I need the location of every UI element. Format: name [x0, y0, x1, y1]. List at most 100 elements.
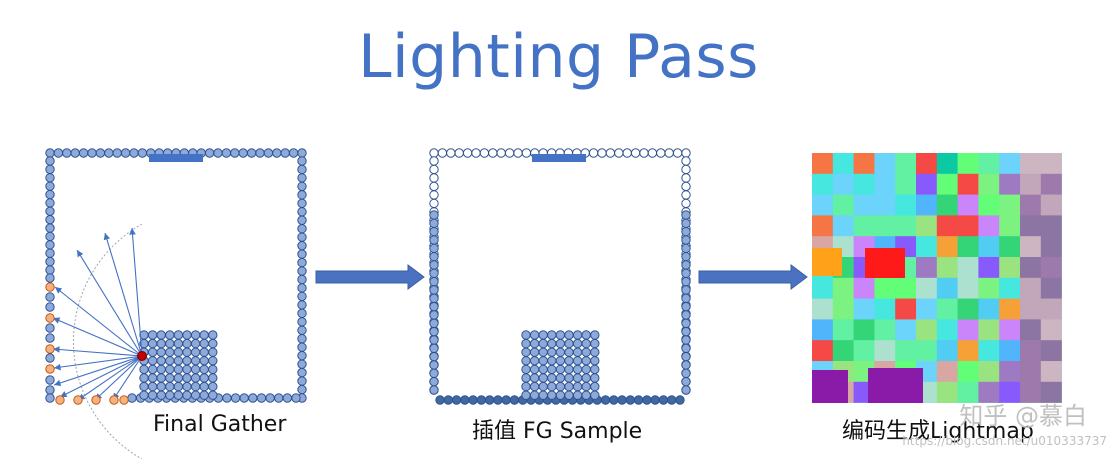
- sample-dot: [199, 338, 209, 349]
- lightmap-cell: [853, 340, 875, 362]
- sample-dot: [45, 393, 55, 403]
- sample-dot: [446, 148, 456, 158]
- sample-dot: [45, 256, 55, 267]
- sample-dot: [614, 148, 624, 158]
- sample-dot: [572, 356, 583, 366]
- lightmap-cell: [874, 340, 896, 362]
- sample-dot: [681, 301, 691, 312]
- sample-dot: [605, 148, 616, 158]
- lightmap-cell: [812, 340, 833, 362]
- sample-dot: [213, 148, 223, 158]
- right-wall-dots: [297, 156, 307, 403]
- sample-dot: [504, 148, 515, 158]
- sample-dot: [156, 330, 166, 340]
- lightmap-cell: [1020, 257, 1041, 278]
- sample-dot: [297, 148, 307, 158]
- sample-dot: [297, 164, 307, 175]
- sample-dot: [547, 364, 557, 375]
- left-wall-dots: [45, 156, 55, 275]
- lightmap-patch: [865, 248, 905, 278]
- lightmap-cell: [895, 194, 917, 216]
- gather-ray: [103, 232, 143, 357]
- sample-dot: [297, 350, 307, 361]
- sample-dot: [664, 148, 674, 158]
- sample-dot: [297, 274, 307, 285]
- lightmap-cell: [916, 298, 937, 320]
- sample-dot: [429, 210, 439, 220]
- sample-dot: [681, 173, 691, 183]
- sample-dot: [208, 338, 218, 349]
- lightmap-cell: [957, 173, 979, 195]
- sample-dot: [45, 344, 55, 354]
- sample-dot: [658, 395, 669, 405]
- sample-dot: [476, 395, 487, 405]
- sample-dot: [672, 148, 683, 158]
- sample-dot: [656, 148, 666, 158]
- sample-dot: [91, 395, 101, 405]
- gather-ray: [76, 249, 143, 357]
- sample-dot: [443, 395, 453, 405]
- lightmap-cell: [874, 153, 896, 174]
- final-gather-panel: [45, 148, 307, 459]
- sample-dot: [156, 381, 166, 392]
- sample-dot: [468, 395, 478, 405]
- sample-dot: [681, 351, 691, 362]
- sample-dot: [581, 390, 591, 400]
- sample-dot: [182, 373, 192, 383]
- sample-dot: [45, 273, 55, 283]
- sample-dot: [538, 338, 548, 349]
- lightmap-cell: [832, 277, 854, 299]
- sample-dot: [274, 393, 284, 403]
- lightmap-cell: [853, 153, 875, 174]
- lightmap-cell: [832, 340, 854, 362]
- sample-dot: [297, 198, 307, 209]
- caption-final-gather: Final Gather: [153, 412, 287, 437]
- sample-dot: [199, 330, 209, 340]
- gather-ray: [53, 355, 143, 387]
- sample-dot: [297, 249, 307, 259]
- lightmap-cell: [916, 277, 937, 299]
- sample-dot: [650, 395, 660, 405]
- sample-dot: [529, 381, 540, 392]
- sample-dot: [590, 373, 600, 383]
- sample-dot: [297, 283, 307, 293]
- lightmap-cell: [874, 194, 896, 216]
- sample-dot: [429, 335, 439, 345]
- sample-dot: [633, 395, 644, 405]
- sample-dot: [45, 231, 55, 242]
- sample-dot: [297, 300, 307, 310]
- sample-dot: [147, 330, 158, 340]
- gather-ray: [94, 355, 143, 401]
- sample-dot: [238, 148, 248, 158]
- sample-dot: [617, 395, 627, 405]
- sample-dot: [272, 148, 282, 158]
- lightmap-cell: [916, 173, 937, 195]
- sample-dot: [208, 356, 218, 366]
- sample-dot: [581, 330, 591, 340]
- arrow-to-lightmap: [698, 264, 808, 290]
- lightmap-cell: [999, 173, 1021, 195]
- sample-dot: [173, 330, 184, 340]
- sample-dot: [429, 293, 439, 304]
- sample-dot: [564, 373, 574, 383]
- sample-dot: [429, 156, 439, 166]
- lightmap-cell: [1020, 153, 1041, 174]
- lightmap-cell: [957, 381, 979, 403]
- sample-dot: [555, 373, 566, 383]
- sample-dot: [173, 338, 184, 349]
- sample-dot: [529, 373, 540, 383]
- sample-dot: [199, 364, 209, 375]
- sample-dot: [681, 343, 691, 354]
- sample-dot: [297, 215, 307, 225]
- sample-dot: [45, 223, 55, 233]
- lightmap-cell: [874, 298, 896, 320]
- lightmap-cell: [1020, 236, 1041, 258]
- sample-dot: [681, 310, 691, 320]
- fg-sample-panel: [429, 148, 691, 405]
- sample-dot: [156, 373, 166, 383]
- sample-dot: [190, 364, 201, 375]
- lightmap-cell: [1040, 215, 1062, 237]
- sample-dot: [291, 393, 301, 403]
- sample-dot: [609, 395, 619, 405]
- lightmap-cell: [853, 277, 875, 299]
